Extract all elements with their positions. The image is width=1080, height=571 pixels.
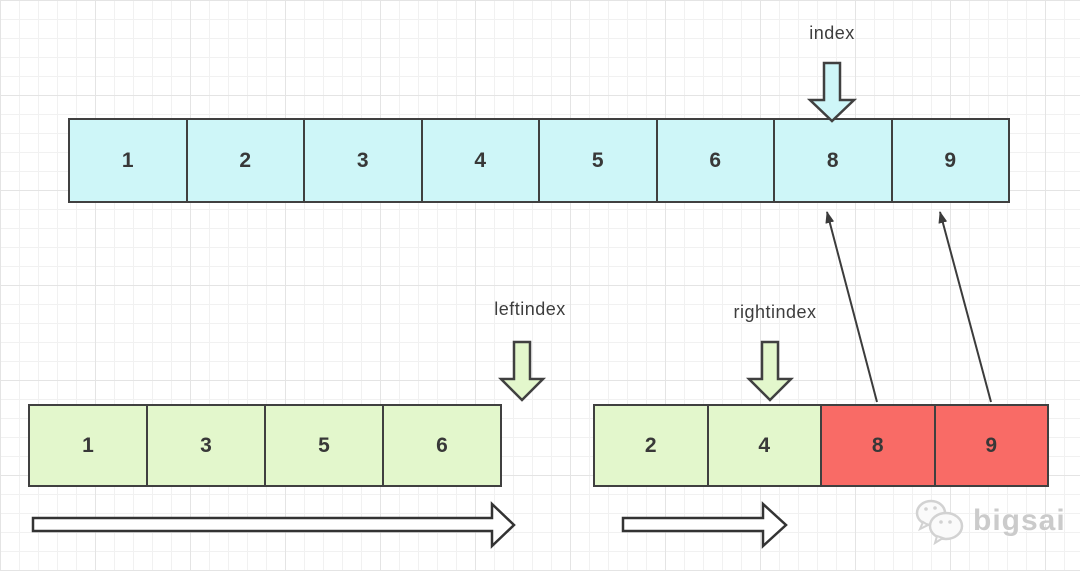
index-pointer-arrow-icon [806,61,858,123]
leftindex-label: leftindex [494,299,566,319]
left-subarray-cell: 3 [146,406,264,485]
right-scan-arrow-icon [621,501,788,549]
merged-array-cell: 2 [185,120,303,201]
right-subarray: 2 4 8 9 [593,404,1049,487]
watermark: bigsai [913,497,1066,545]
merged-array-cell: 4 [420,120,538,201]
rightindex-label: rightindex [733,302,817,322]
left-subarray-cell: 1 [30,406,146,485]
merged-array-cell: 6 [655,120,773,201]
right-subarray-cell-remaining: 9 [933,406,1047,485]
right-subarray-cell: 4 [706,406,820,485]
right-subarray-cell: 2 [595,406,707,485]
merged-array-cell-index-target: 8 [773,120,891,201]
index-label: index [809,23,855,43]
right-subarray-cell-remaining: 8 [820,406,934,485]
merged-array: 1 2 3 4 5 6 8 9 [68,118,1010,203]
copy-arrow-9-icon [938,211,992,403]
wechat-icon [915,499,964,545]
watermark-text: bigsai [973,504,1066,537]
left-subarray-cell: 5 [264,406,382,485]
merged-array-cell: 9 [890,120,1008,201]
rightindex-pointer-arrow-icon [745,340,795,402]
left-subarray: 1 3 5 6 [28,404,502,487]
merged-array-cell: 5 [538,120,656,201]
merged-array-cell: 3 [303,120,421,201]
left-subarray-cell: 6 [382,406,500,485]
leftindex-pointer-arrow-icon [497,340,547,402]
merged-array-cell: 1 [70,120,186,201]
left-scan-arrow-icon [31,501,516,549]
